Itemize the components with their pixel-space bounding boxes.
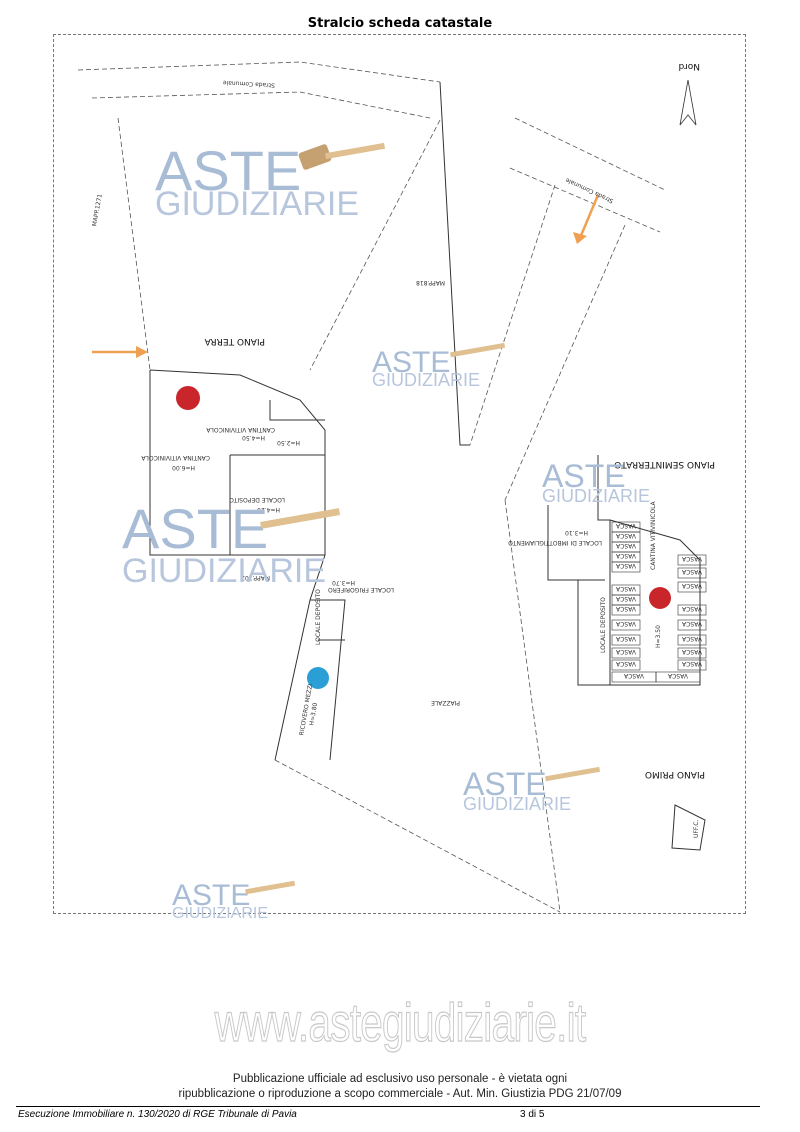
north-label: Nord — [679, 61, 701, 71]
vasca-label: VASCA — [615, 562, 636, 569]
footer-case-reference: Esecuzione Immobiliare n. 130/2020 di RG… — [18, 1109, 297, 1120]
room-cantina-1: CANTINA VITIVINICOLA — [205, 426, 275, 433]
watermark-giudiziarie-text: GIUDIZIARIE — [172, 905, 268, 922]
marker-blue — [307, 667, 329, 689]
room-uff: UFF.C. — [693, 820, 700, 838]
watermark-1: ASTE GIUDIZIARIE — [155, 139, 386, 223]
room-h310: H=3.10 — [565, 529, 588, 536]
room-cantina-semi: CANTINA VITIVINICOLA — [650, 500, 657, 570]
vasca-label: VASCA — [623, 672, 644, 679]
vasca-label: VASCA — [615, 635, 636, 642]
vasca-label: VASCA — [681, 568, 702, 575]
mapp-center-label: MAPP.818 — [416, 279, 445, 286]
watermark-aste-text: ASTE — [542, 458, 626, 494]
watermark-4: ASTE GIUDIZIARIE — [542, 458, 650, 506]
room-h600: H=6.00 — [172, 464, 195, 471]
room-locale-deposito-3: LOCALE DEPOSITO — [600, 597, 607, 653]
watermark-aste-text: ASTE — [155, 139, 301, 202]
north-arrow-icon: Nord — [679, 61, 701, 126]
room-locale-deposito: LOCALE DEPOSITO — [229, 496, 285, 503]
mapp-left-label: MAPP.1271 — [91, 193, 104, 227]
watermark-aste-text: ASTE — [172, 879, 250, 912]
watermark-6: ASTE GIUDIZIARIE — [172, 879, 296, 922]
watermark-giudiziarie-text: GIUDIZIARIE — [542, 486, 650, 506]
watermark-aste-text: ASTE — [372, 346, 450, 379]
disclaimer-line-2: ripubblicazione o riproduzione a scopo c… — [178, 1088, 622, 1100]
vasca-label: VASCA — [615, 542, 636, 549]
gavel-icon — [298, 142, 386, 170]
vasca-label: VASCA — [615, 648, 636, 655]
vasca-label: VASCA — [615, 605, 636, 612]
gavel-icon — [260, 508, 341, 529]
room-cantina-2: CANTINA VITIVINICOLA — [140, 454, 210, 461]
vasca-label: VASCA — [681, 648, 702, 655]
vasca-label: VASCA — [681, 605, 702, 612]
watermark-giudiziarie-text: GIUDIZIARIE — [372, 370, 480, 390]
vasca-label: VASCA — [615, 522, 636, 529]
map-frame — [53, 34, 746, 914]
piano-seminterrato-label: PIANO SEMINTERRATO — [614, 459, 715, 469]
room-h420: H=4.20 — [257, 506, 280, 513]
watermark-2: ASTE GIUDIZIARIE — [372, 342, 506, 390]
vasca-label: VASCA — [615, 620, 636, 627]
room-locale-deposito-2: LOCALE DEPOSITO — [315, 589, 322, 645]
piazzale-label: PIAZZALE — [431, 699, 460, 706]
watermark-5: ASTE GIUDIZIARIE — [463, 766, 601, 814]
watermark-giudiziarie-text: GIUDIZIARIE — [463, 794, 571, 814]
footer-divider — [16, 1106, 760, 1107]
room-h350: H=3.50 — [655, 625, 662, 648]
vasca-label: VASCA — [615, 660, 636, 667]
mapp-bottom-label: MAPP.102 — [241, 574, 270, 581]
room-locale-imbott: LOCALE DI IMBOTTIGLIAMENTO — [508, 539, 602, 546]
vasca-label: VASCA — [681, 635, 702, 642]
room-h250: H=2.50 — [277, 439, 300, 446]
room-h450: H=4.50 — [242, 434, 265, 441]
room-h380: H=3.80 — [308, 702, 319, 726]
watermark-aste-text: ASTE — [463, 766, 547, 802]
watermark-giudiziarie-text: GIUDIZIARIE — [155, 185, 359, 223]
disclaimer-line-1: Pubblicazione ufficiale ad esclusivo uso… — [232, 1073, 568, 1085]
marker-red-piano-terra — [176, 386, 200, 410]
vasca-label: VASCA — [681, 620, 702, 627]
vasca-label: VASCA — [681, 555, 702, 562]
piano-terra-label: PIANO TERRA — [204, 336, 265, 346]
vasca-label: VASCA — [615, 552, 636, 559]
footer-page-number: 3 di 5 — [520, 1109, 545, 1120]
gavel-icon — [245, 880, 296, 895]
marker-red-seminterrato — [649, 587, 671, 609]
vasca-label: VASCA — [681, 582, 702, 589]
site-watermark: www.astegiudiziarie.it — [214, 992, 586, 1053]
watermark-giudiziarie-text: GIUDIZIARIE — [122, 552, 326, 590]
road-top-label: Strada Comunale — [222, 79, 275, 89]
vasca-label: VASCA — [615, 532, 636, 539]
gavel-icon — [545, 766, 601, 782]
room-locale-frigorifero: LOCALE FRIGORIFERO — [328, 586, 394, 593]
disclaimer: Pubblicazione ufficiale ad esclusivo uso… — [0, 1072, 800, 1102]
gavel-icon — [450, 342, 506, 358]
room-h370: H=3.70 — [332, 579, 355, 586]
watermark-3: ASTE GIUDIZIARIE — [122, 497, 341, 590]
vasca-label: VASCA — [681, 660, 702, 667]
document-title: Stralcio scheda catastale — [307, 16, 493, 31]
vasca-label: VASCA — [615, 595, 636, 602]
piano-primo-label: PIANO PRIMO — [645, 769, 705, 779]
road-right-label: Strada Comunale — [564, 176, 614, 204]
vasca-label: VASCA — [615, 585, 636, 592]
vasca-label: VASCA — [667, 672, 688, 679]
watermark-aste-text: ASTE — [122, 497, 268, 560]
